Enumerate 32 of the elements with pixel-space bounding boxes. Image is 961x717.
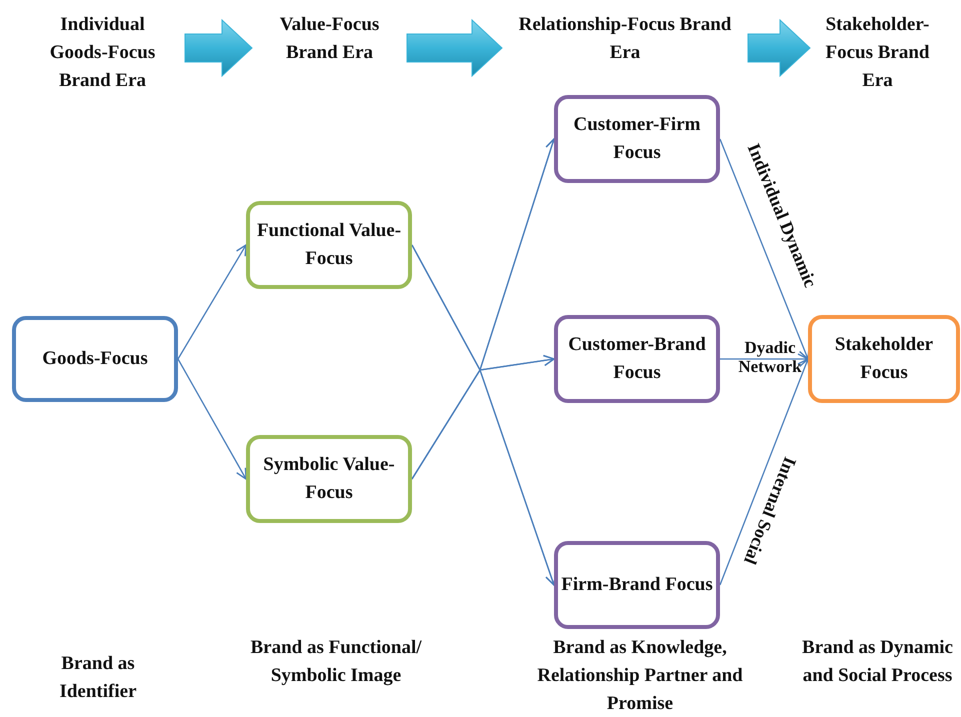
box-label: Customer-Firm Focus <box>572 113 702 165</box>
box-label: Functional Value-Focus <box>256 219 402 271</box>
box-label: Goods-Focus <box>42 347 148 371</box>
rounded-box <box>246 201 412 289</box>
era-title: Value-Focus Brand Era <box>278 13 380 65</box>
description-text: Brand as Functional/ Symbolic Image <box>250 636 422 688</box>
description-text: Brand as Identifier <box>58 652 138 704</box>
rounded-box <box>246 435 412 523</box>
rounded-box <box>554 95 720 183</box>
rounded-box <box>554 315 720 403</box>
rounded-box <box>554 541 720 629</box>
block-arrow <box>748 18 811 78</box>
era-title: Relationship-Focus Brand Era <box>518 13 732 65</box>
description-text: Brand as Dynamic and Social Process <box>801 636 954 688</box>
arrow <box>719 138 810 360</box>
rounded-box <box>808 315 960 403</box>
description-text: Brand as Knowledge, Relationship Partner and Promise <box>536 636 744 716</box>
edge-label: Dyadic Network <box>737 338 803 376</box>
box-label: Customer-Brand Focus <box>567 333 707 385</box>
era-title: Individual Goods-Focus Brand Era <box>48 13 156 93</box>
arrow <box>177 244 247 360</box>
block-arrow <box>184 18 253 78</box>
era-title: Stakeholder-Focus Brand Era <box>824 13 930 93</box>
block-arrow <box>406 18 503 78</box>
box-label: Symbolic Value-Focus <box>262 453 396 505</box>
box-label: Firm-Brand Focus <box>561 573 713 597</box>
arrow <box>177 358 247 480</box>
arrow <box>411 368 556 586</box>
box-label: Stakeholder Focus <box>834 333 934 385</box>
arrow <box>719 358 810 586</box>
arrow <box>720 353 809 365</box>
rounded-box <box>12 316 178 402</box>
